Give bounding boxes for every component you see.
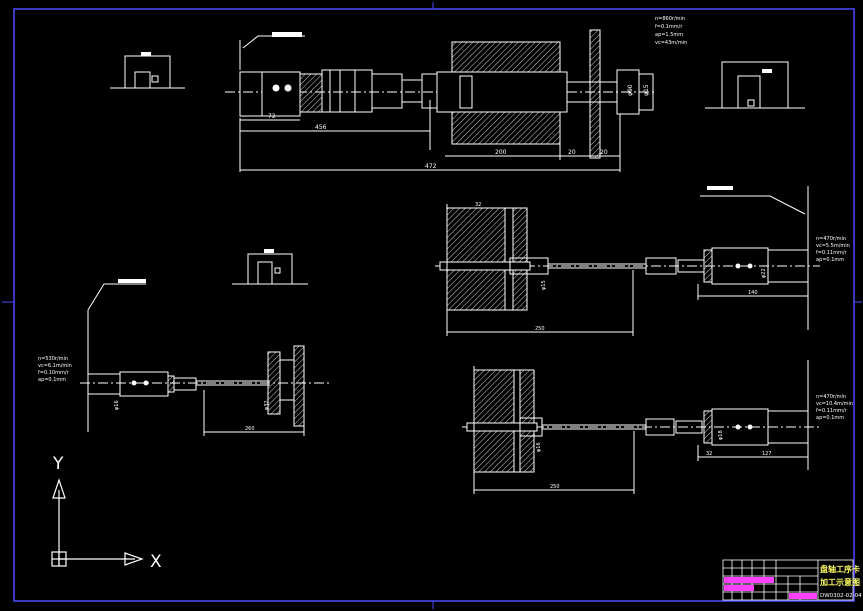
view2-dim-phi32: φ32 [264,400,270,410]
param-n: n=860r/min [655,16,685,22]
dim-72: 72 [268,113,276,120]
view3-param-n: n=470r/min [816,236,846,242]
view3-dim-250: 250 [535,326,545,332]
view2-dim-260: 260 [245,426,255,432]
drawing-frame [13,8,855,602]
view2-param-n: n=530r/min [38,356,68,362]
view2-param-ap: ap=0.1mm [38,377,66,383]
locating-sketch-2 [705,61,805,109]
view2-param-vc: vc=6.1m/min [38,363,72,369]
view-3-text: n=470r/min vc=5.5m/min f=0.11mm/r ap=0.1… [475,202,850,332]
view4-dim-phi16: φ16 [536,442,542,452]
y-axis-label: Y [52,454,64,474]
view4-dim-127: 127 [762,451,772,457]
view4-param-f: f=0.11mm/r [816,408,848,414]
view3-dim-phi22: φ22 [761,268,767,278]
view3-dim-32: 32 [475,202,481,208]
view3-param-f: f=0.11mm/r [816,250,848,256]
view-3 [435,186,820,336]
dim-20a: 20 [568,149,576,156]
view2-dim-phi16: φ16 [114,400,120,410]
main-view-dims: 72 456 200 20 20 472 φ90 φ15 [268,84,650,170]
view4-dim-32: 32 [706,451,712,457]
main-view [225,29,655,172]
view-2 [80,279,330,436]
dim-phi90: φ90 [627,84,634,96]
title-block [722,559,854,601]
x-axis-label: X [150,552,162,572]
main-view-params: n=860r/min f=0.1mm/r ap=1.5mm vc=43m/min [655,16,687,46]
view3-param-ap: ap=0.1mm [816,257,844,263]
param-ap: ap=1.5mm [655,32,683,38]
title-line-1: 盘轴工序卡 [820,564,860,574]
dim-200: 200 [495,149,507,156]
view-4-text: n=470r/min vc=10.4m/min f=0.11mm/r ap=0.… [536,394,853,490]
dim-456: 456 [315,124,327,131]
view4-dim-250: 250 [550,484,560,490]
dim-472: 472 [425,163,437,170]
view4-dim-phi18: φ18 [718,430,724,440]
view-2-text: n=530r/min vc=6.1m/min f=0.10mm/r ap=0.1… [38,356,270,432]
view4-param-vc: vc=10.4m/min [816,401,853,407]
locating-sketch-3 [232,249,308,285]
view3-param-vc: vc=5.5m/min [816,243,850,249]
locating-sketch-1 [110,52,185,89]
view4-param-ap: ap=0.1mm [816,415,844,421]
view3-dim-phi15: φ15 [541,280,547,290]
view3-dim-140: 140 [748,290,758,296]
title-line-3: DW0302-02-04 [820,593,862,599]
view2-param-f: f=0.10mm/r [38,370,70,376]
param-vc: vc=43m/min [655,40,687,46]
view4-param-n: n=470r/min [816,394,846,400]
view-4 [462,360,820,494]
ucs-axis-icon [51,478,144,567]
param-f: f=0.1mm/r [655,24,683,30]
dim-phi15: φ15 [643,84,650,96]
dim-20b: 20 [600,149,608,156]
title-line-2: 加工示意图 [819,577,860,587]
